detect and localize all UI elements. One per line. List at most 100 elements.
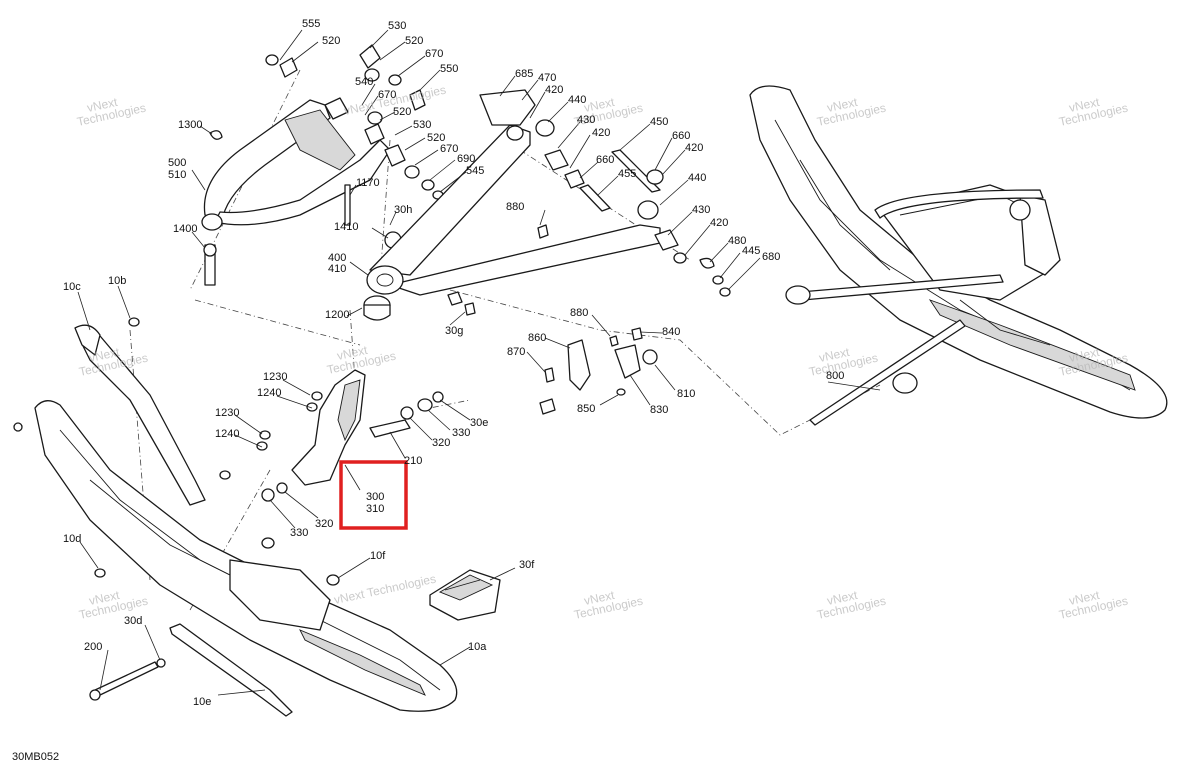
callout-30e: 30e bbox=[470, 417, 488, 429]
callout-30f: 30f bbox=[519, 559, 535, 571]
ski-exploded bbox=[13, 317, 458, 712]
callout-555: 555 bbox=[302, 18, 320, 30]
callout-455: 455 bbox=[618, 168, 636, 180]
callout-440: 440 bbox=[688, 172, 706, 184]
callout-1200: 1200 bbox=[325, 309, 349, 321]
callout-1240: 1240 bbox=[257, 387, 281, 399]
callout-210: 210 bbox=[404, 455, 422, 467]
callout-660: 660 bbox=[672, 130, 690, 142]
callout-10f: 10f bbox=[370, 550, 386, 562]
svg-text:vNext: vNext bbox=[1068, 345, 1102, 365]
callout-310: 310 bbox=[366, 503, 384, 515]
upper-a-arm bbox=[201, 99, 391, 286]
svg-text:vNext: vNext bbox=[826, 95, 860, 115]
steering-linkage bbox=[539, 327, 658, 415]
callout-550: 550 bbox=[440, 63, 458, 75]
callout-430: 430 bbox=[577, 114, 595, 126]
callout-870: 870 bbox=[507, 346, 525, 358]
callout-470: 470 bbox=[538, 72, 556, 84]
callout-500: 500 bbox=[168, 157, 186, 169]
callout-540: 540 bbox=[355, 76, 373, 88]
callout-660: 660 bbox=[596, 154, 614, 166]
callout-520: 520 bbox=[393, 106, 411, 118]
callout-420: 420 bbox=[710, 217, 728, 229]
callout-1170: 1170 bbox=[356, 177, 380, 189]
callout-480: 480 bbox=[728, 235, 746, 247]
callout-430: 430 bbox=[692, 204, 710, 216]
svg-text:vNext: vNext bbox=[583, 588, 617, 608]
callout-420: 420 bbox=[592, 127, 610, 139]
callout-880: 880 bbox=[506, 201, 524, 213]
callout-680: 680 bbox=[762, 251, 780, 263]
callout-10d: 10d bbox=[63, 533, 81, 545]
figure-code: 30MB052 bbox=[12, 751, 59, 763]
svg-text:vNext: vNext bbox=[1068, 588, 1102, 608]
ski-pad-30f bbox=[429, 569, 501, 621]
callout-30h: 30h bbox=[394, 204, 412, 216]
callout-1230: 1230 bbox=[263, 371, 287, 383]
svg-text:vNext: vNext bbox=[583, 95, 617, 115]
callout-10a: 10a bbox=[468, 641, 487, 653]
callout-200: 200 bbox=[84, 641, 102, 653]
callout-320: 320 bbox=[432, 437, 450, 449]
callout-330: 330 bbox=[452, 427, 470, 439]
svg-text:vNext: vNext bbox=[88, 345, 122, 365]
callout-530: 530 bbox=[413, 119, 431, 131]
callout-30g: 30g bbox=[445, 325, 463, 337]
leader-lines bbox=[77, 29, 881, 696]
callout-880: 880 bbox=[570, 307, 588, 319]
callout-400: 400 bbox=[328, 252, 346, 264]
callout-800: 800 bbox=[826, 370, 844, 382]
callout-840: 840 bbox=[662, 326, 680, 338]
callout-520: 520 bbox=[427, 132, 445, 144]
callout-520: 520 bbox=[405, 35, 423, 47]
callout-670: 670 bbox=[378, 89, 396, 101]
callout-1230: 1230 bbox=[215, 407, 239, 419]
callout-810: 810 bbox=[677, 388, 695, 400]
callout-530: 530 bbox=[388, 20, 406, 32]
spindle bbox=[256, 295, 444, 502]
svg-text:vNext: vNext bbox=[336, 343, 370, 363]
upper-hardware bbox=[209, 44, 444, 249]
callout-850: 850 bbox=[577, 403, 595, 415]
lower-a-arm bbox=[366, 89, 731, 316]
callout-410: 410 bbox=[328, 263, 346, 275]
callout-420: 420 bbox=[545, 84, 563, 96]
callout-545: 545 bbox=[466, 165, 484, 177]
callout-450: 450 bbox=[650, 116, 668, 128]
svg-text:vNext: vNext bbox=[1068, 95, 1102, 115]
callout-510: 510 bbox=[168, 169, 186, 181]
callout-labels: 555 520 530 520 670 540 550 670 520 530 … bbox=[63, 18, 844, 708]
ski-assembly-complete bbox=[749, 85, 1168, 426]
svg-text:vNext Technologies: vNext Technologies bbox=[333, 572, 437, 607]
callout-10c: 10c bbox=[63, 281, 81, 293]
callout-860: 860 bbox=[528, 332, 546, 344]
runner-carbide bbox=[169, 623, 293, 717]
callout-830: 830 bbox=[650, 404, 668, 416]
callout-330: 330 bbox=[290, 527, 308, 539]
callout-10b: 10b bbox=[108, 275, 126, 287]
callout-10e: 10e bbox=[193, 696, 211, 708]
callout-420: 420 bbox=[685, 142, 703, 154]
callout-445: 445 bbox=[742, 245, 760, 257]
callout-320: 320 bbox=[315, 518, 333, 530]
callout-1300: 1300 bbox=[178, 119, 202, 131]
svg-text:vNext: vNext bbox=[88, 588, 122, 608]
highlight-box bbox=[339, 460, 408, 530]
svg-text:vNext: vNext bbox=[826, 588, 860, 608]
callout-670: 670 bbox=[440, 143, 458, 155]
callout-685: 685 bbox=[515, 68, 533, 80]
svg-text:vNext: vNext bbox=[818, 345, 852, 365]
callout-30d: 30d bbox=[124, 615, 142, 627]
callout-300: 300 bbox=[366, 491, 384, 503]
callout-1400: 1400 bbox=[173, 223, 197, 235]
callout-520: 520 bbox=[322, 35, 340, 47]
bolt-200 bbox=[89, 658, 166, 701]
callout-1410: 1410 bbox=[334, 221, 358, 233]
callout-1240: 1240 bbox=[215, 428, 239, 440]
svg-text:vNext: vNext bbox=[86, 95, 120, 115]
callout-440: 440 bbox=[568, 94, 586, 106]
callout-690: 690 bbox=[457, 153, 475, 165]
